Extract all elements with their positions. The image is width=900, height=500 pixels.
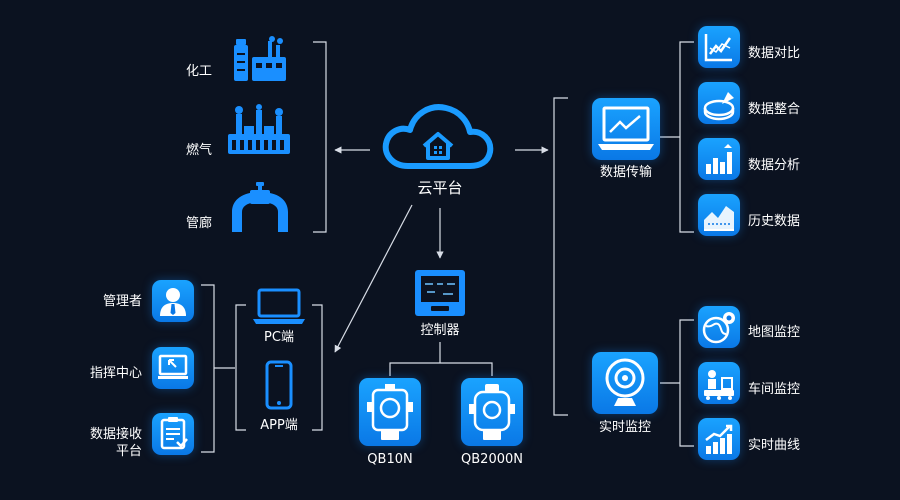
manager-icon [160,288,186,316]
data-receive-icon [160,417,188,450]
transmission-item-label-analysis: 数据分析 [748,158,801,173]
monitoring-item-label-curve: 实时曲线 [748,438,801,453]
detector-label-qb10n: QB10N [367,452,413,467]
chemical-plant-icon [228,35,290,83]
user-label-data-receive: 数据接收 [89,427,142,442]
user-label-data-receive-line2: 平台 [115,444,142,459]
terminal-label-pc: PC端 [264,330,294,345]
gas-station-icon [226,104,292,156]
monitoring-item-label-workshop: 车间监控 [748,382,801,397]
controller-label: 控制器 [420,323,460,338]
laptop-icon [251,288,307,326]
monitoring-item-curve-tile [698,418,740,460]
gas-detector-icon [469,384,515,440]
transmission-tile [592,98,660,160]
transmission-item-analysis-tile [698,138,740,180]
line-compare-icon [704,34,732,62]
gas-detector-icon [367,384,413,440]
transmission-item-label-history: 历史数据 [748,214,801,229]
workshop-icon [704,370,734,400]
phone-icon [265,360,293,410]
globe-camera-icon [702,312,735,344]
area-history-icon [704,206,734,231]
transmission-label: 数据传输 [599,165,653,180]
detector-label-qb2000n: QB2000N [461,452,523,467]
transmission-item-label-compare: 数据对比 [748,46,801,61]
user-label-command: 指挥中心 [89,366,142,381]
industry-label-corridor: 管廊 [185,216,212,231]
transmission-item-history-tile [698,194,740,236]
monitoring-item-workshop-tile [698,362,740,404]
pie-integrate-icon [703,92,735,121]
command-center-icon [158,354,188,379]
monitoring-tile [592,352,658,414]
cloud-platform-label: 云平台 [417,179,463,197]
transmission-item-compare-tile [698,26,740,68]
detector-tile-qb2000n [461,378,523,446]
controller-icon [413,268,467,318]
monitoring-item-label-map: 地图监控 [748,325,801,340]
command-center-tile [152,347,194,389]
realtime-curve-icon [705,424,733,454]
transmission-item-label-integrate: 数据整合 [748,102,801,117]
terminal-label-app: APP端 [260,418,298,433]
monitoring-item-map-tile [698,306,740,348]
industry-label-gas: 燃气 [185,143,212,158]
detector-tile-qb10n [359,378,421,446]
pipe-corridor-icon [228,180,292,232]
bar-analysis-icon [706,144,732,174]
monitoring-label: 实时监控 [598,420,652,435]
manager-tile [152,280,194,322]
webcam-icon [605,358,645,406]
cloud-platform-icon [378,96,498,174]
transmission-item-integrate-tile [698,82,740,124]
data-receive-tile [152,413,194,455]
industry-label-chemical: 化工 [185,64,212,79]
user-label-manager: 管理者 [102,294,142,309]
monitor-chart-icon [598,106,654,150]
